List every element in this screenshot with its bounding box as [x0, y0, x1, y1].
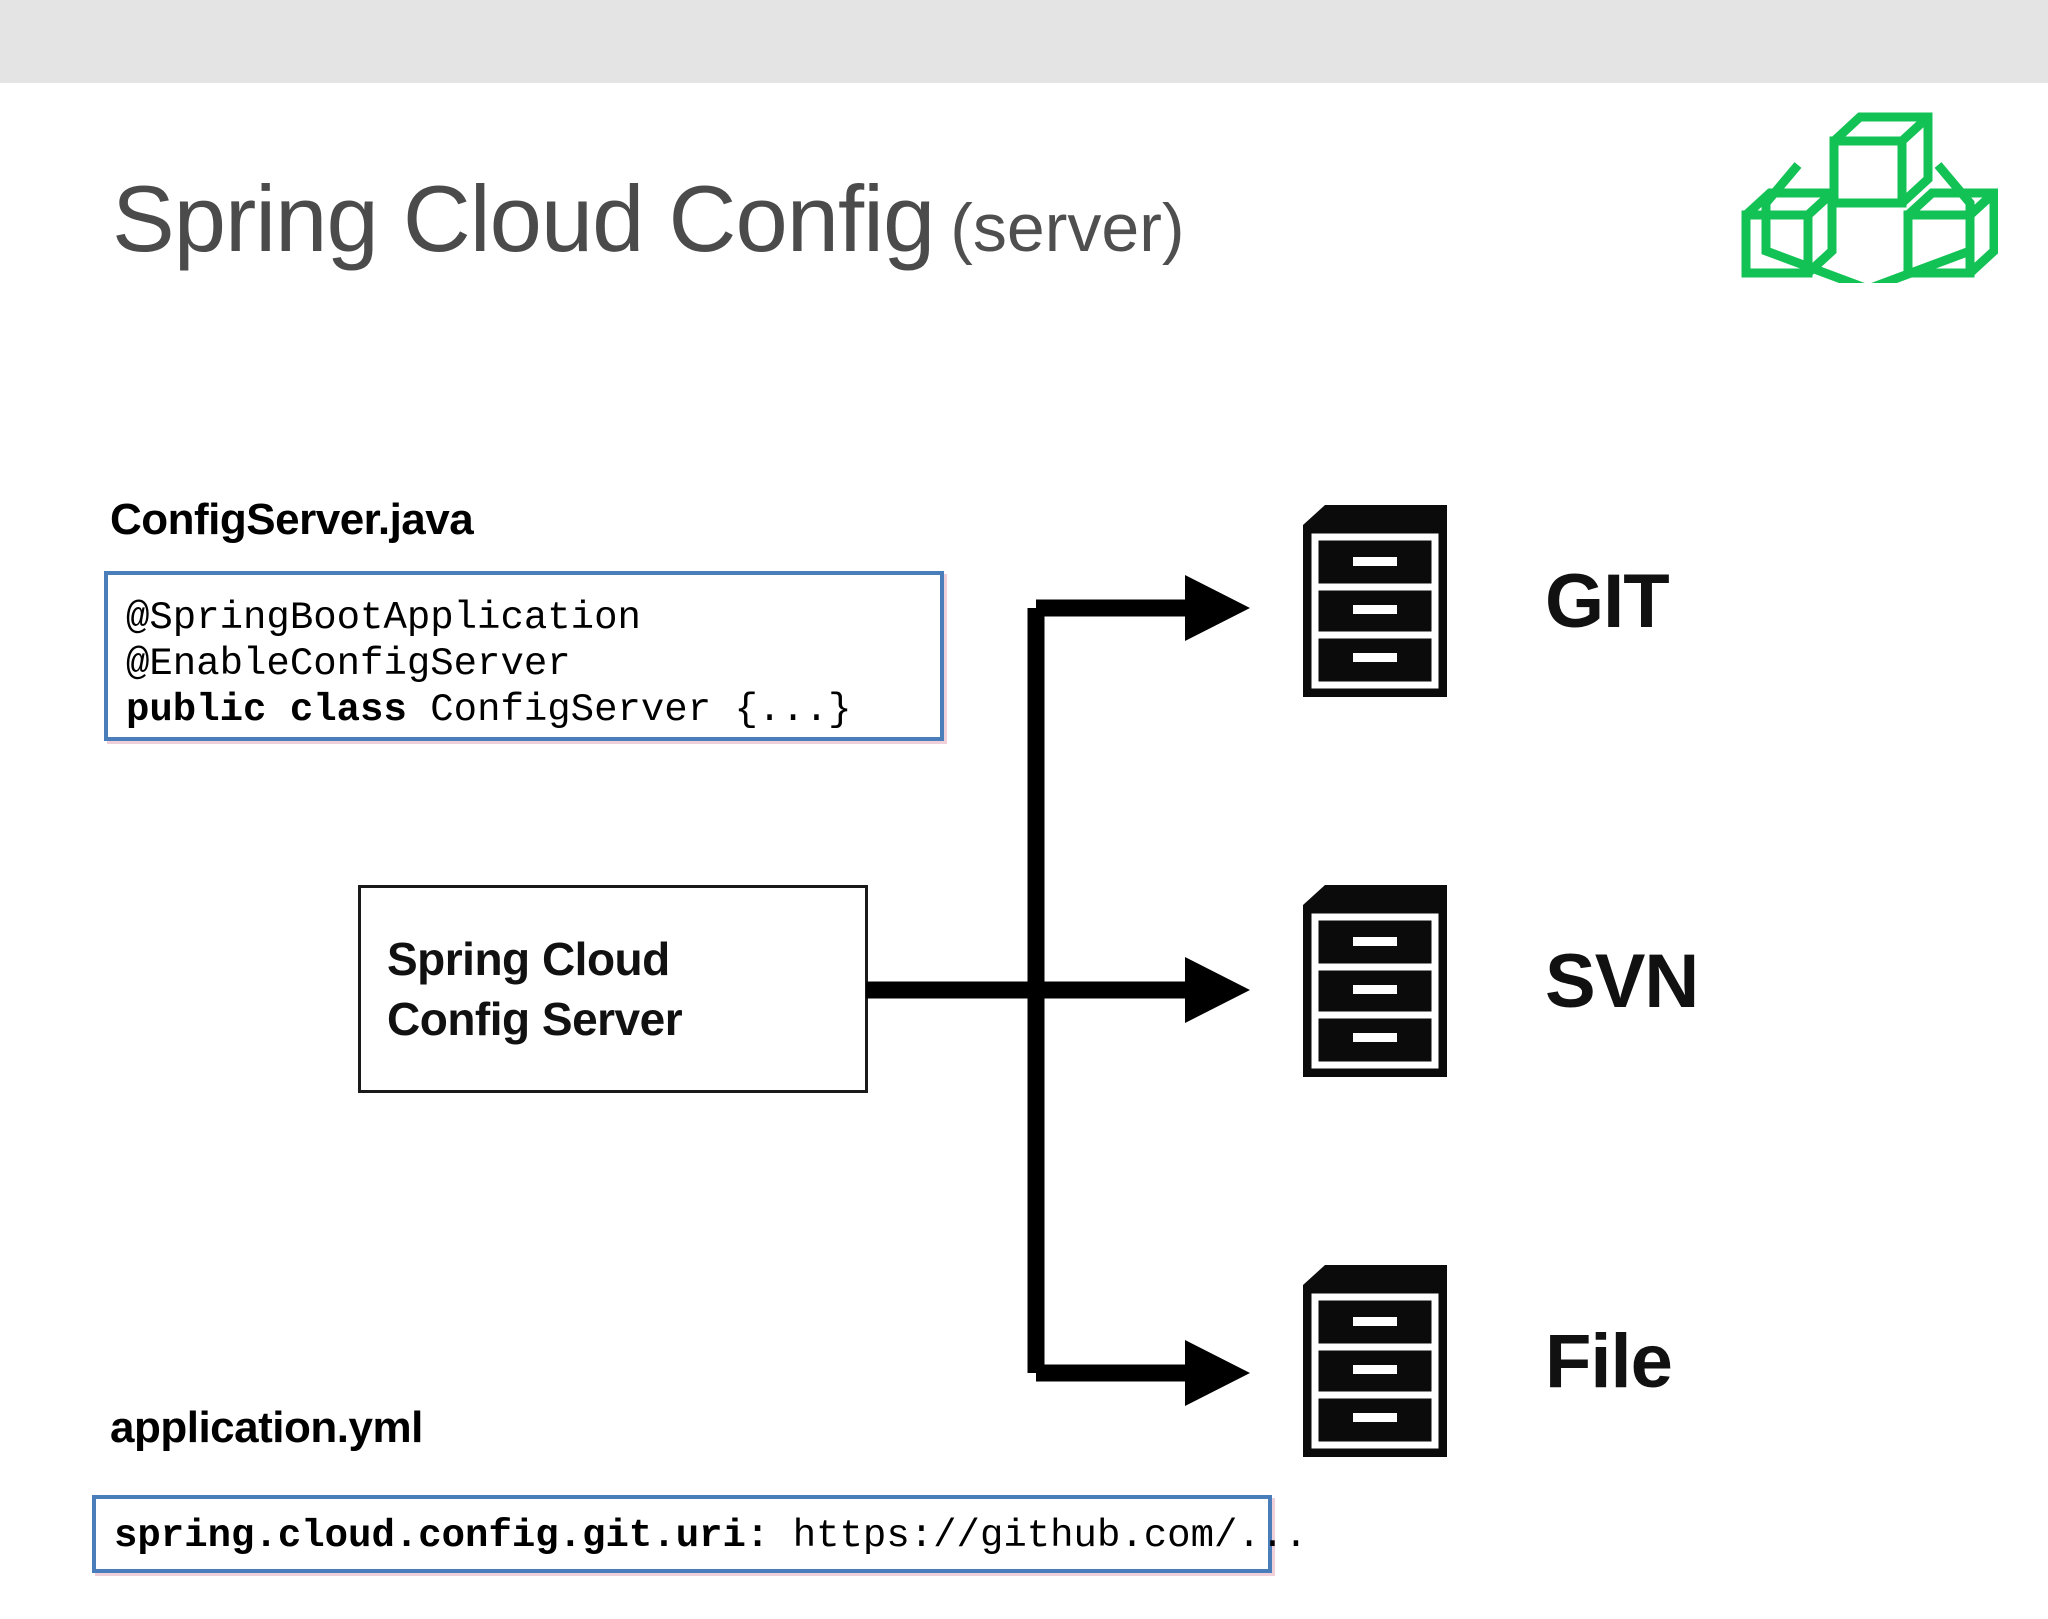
code-line-3: public class ConfigServer {...}: [126, 687, 940, 733]
repository-label-git: GIT: [1545, 558, 1670, 644]
code-line-3-rest: ConfigServer {...}: [406, 688, 852, 732]
repository-file: File: [1295, 1261, 1673, 1461]
filing-cabinet-icon: [1303, 1265, 1447, 1457]
arrowhead-git: [1185, 575, 1250, 641]
configserver-java-code-box: @SpringBootApplication @EnableConfigServ…: [104, 571, 944, 741]
application-yml-label: application.yml: [110, 1403, 423, 1452]
connector-arrows: [866, 575, 1250, 1406]
microservices-cubes-logo: [1741, 112, 1998, 283]
slide-canvas: Spring Cloud Config(server): [0, 83, 2048, 1573]
code-line-1: @SpringBootApplication: [126, 596, 641, 640]
code-keyword: public class: [126, 688, 407, 732]
repository-svn: SVN: [1295, 881, 1699, 1081]
application-yml-code-box: spring.cloud.config.git.uri: https://git…: [92, 1495, 1308, 1573]
filing-cabinet-icon: [1303, 885, 1447, 1077]
yml-code-line: spring.cloud.config.git.uri: https://git…: [114, 1513, 1308, 1559]
arrowhead-svn: [1185, 957, 1250, 1023]
repository-label-svn: SVN: [1545, 938, 1699, 1024]
code-line-2: @EnableConfigServer: [126, 642, 571, 686]
page-title-subtitle: (server): [950, 190, 1185, 266]
filing-cabinet-icon: [1303, 505, 1447, 697]
page-title: Spring Cloud Config(server): [112, 165, 1185, 273]
yml-code-value: https://github.com/...: [769, 1514, 1308, 1558]
server-box-line-1: Spring Cloud: [387, 933, 670, 985]
configserver-java-label: ConfigServer.java: [110, 495, 474, 544]
server-box-line-2: Config Server: [387, 993, 683, 1045]
window-chrome-bar: [0, 0, 2048, 84]
repository-label-file: File: [1545, 1318, 1673, 1404]
arrowhead-file: [1185, 1340, 1250, 1406]
page-title-main: Spring Cloud Config: [112, 166, 935, 271]
spring-cloud-config-server-box: Spring Cloud Config Server: [358, 885, 868, 1093]
yml-code-key: spring.cloud.config.git.uri:: [114, 1514, 770, 1558]
repository-git: GIT: [1295, 501, 1670, 701]
